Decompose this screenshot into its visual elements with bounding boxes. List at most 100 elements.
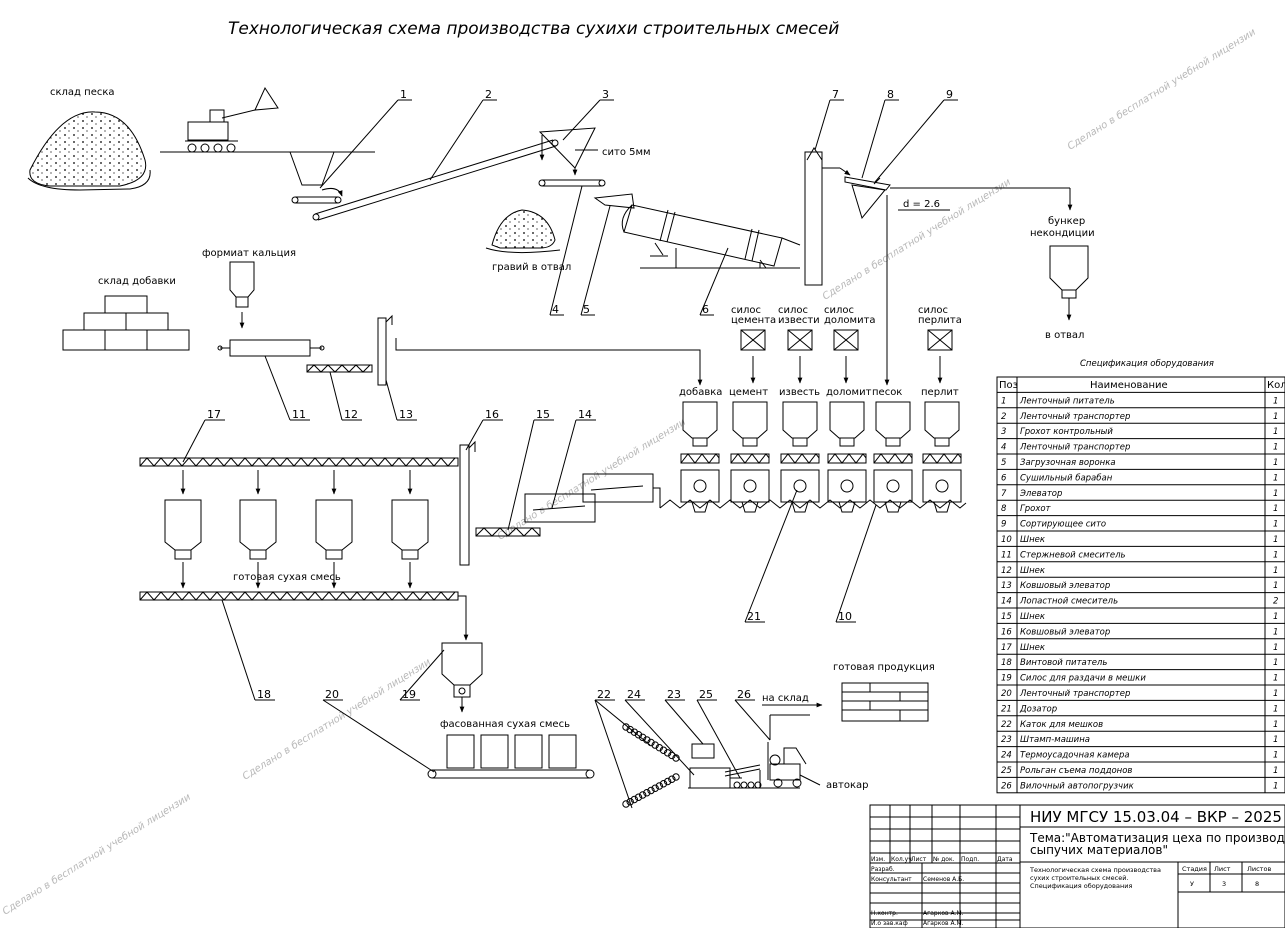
- spec-pos: 14: [1001, 597, 1012, 607]
- product-silo: [239, 470, 277, 589]
- spec-name: Ковшовый элеватор: [1020, 627, 1110, 637]
- callout-number: 5: [583, 303, 590, 316]
- belt-conveyor-4: [538, 179, 606, 187]
- callout-18: 18: [221, 599, 275, 701]
- callout-9: 9: [874, 88, 958, 183]
- callout-22: 22: [594, 688, 651, 746]
- callout-number: 6: [702, 303, 709, 316]
- spec-name: Ленточный транспортер: [1019, 412, 1130, 422]
- callout-12: 12: [329, 371, 362, 421]
- spec-pos: 4: [1001, 443, 1006, 453]
- spec-qty: 1: [1273, 627, 1278, 637]
- spec-name: Каток для мешков: [1020, 720, 1103, 730]
- callout-5: 5: [580, 205, 611, 316]
- to-dump-label: в отвал: [1045, 330, 1084, 341]
- screw-17: [139, 457, 459, 467]
- calcium-formate-silo: формиат кальция: [202, 248, 296, 329]
- callout-number: 18: [257, 688, 271, 701]
- screen-8-9: d = 2.6: [844, 176, 1073, 386]
- spec-name: Термоусадочная камера: [1020, 751, 1130, 761]
- bag-rollers-22: [622, 723, 680, 808]
- callout-number: 22: [597, 688, 611, 701]
- loading-funnel-5: [593, 193, 635, 209]
- watermark-text: Сделано в бесплатной учебной лицензии: [820, 176, 1013, 303]
- callout-number: 4: [552, 303, 559, 316]
- stamp-role: И.о зав.каф: [871, 920, 908, 927]
- callout-21: 21: [744, 489, 798, 623]
- callout-8: 8: [861, 88, 899, 179]
- spec-pos: 22: [1001, 720, 1012, 730]
- watermark-text: Сделано в бесплатной учебной лицензии: [0, 791, 193, 918]
- spec-qty: 1: [1273, 489, 1278, 499]
- callout-number: 7: [832, 88, 839, 101]
- spec-qty: 1: [1273, 781, 1278, 791]
- spec-qty: 1: [1273, 535, 1278, 545]
- spec-pos: 5: [1001, 458, 1006, 468]
- spec-qty: 1: [1273, 581, 1278, 591]
- bucket-elevator-16: [459, 440, 476, 566]
- inclined-conveyor-2: [312, 139, 559, 221]
- callout-11: 11: [264, 355, 310, 421]
- spec-name: Ковшовый элеватор: [1020, 581, 1110, 591]
- callout-number: 10: [838, 610, 852, 623]
- spec-name: Загрузочная воронка: [1020, 458, 1116, 468]
- spec-name: Шнек: [1020, 643, 1046, 653]
- spec-pos: 13: [1001, 581, 1012, 591]
- stamp-stage-header: Листов: [1247, 865, 1271, 873]
- silo-label: доломита: [824, 315, 876, 326]
- stamp-person: Семенов А.Б.: [923, 876, 964, 883]
- stamp-person: Агарков А.М.: [923, 920, 964, 927]
- bin-0: добавка: [679, 387, 722, 513]
- elevator-7: [804, 147, 851, 286]
- callout-25: 25: [696, 688, 741, 779]
- spec-qty: 1: [1273, 658, 1278, 668]
- spec-name: Стержневой смеситель: [1020, 550, 1126, 560]
- spec-pos: 1: [1001, 396, 1006, 406]
- spec-pos: 7: [1001, 489, 1007, 499]
- callout-26: 26: [734, 688, 771, 741]
- spec-qty: 1: [1273, 766, 1278, 776]
- stamp-col-header: № док.: [933, 856, 955, 863]
- spec-name: Рольган съема поддонов: [1020, 766, 1132, 776]
- receiving-hopper: [289, 151, 343, 197]
- stamp-col-header: Кол.уч: [891, 856, 912, 863]
- watermark-text: Сделано в бесплатной учебной лицензии: [1065, 26, 1258, 153]
- sand-storage: склад песка: [27, 87, 151, 191]
- collector-screw-10: [659, 499, 967, 509]
- callout-number: 25: [699, 688, 713, 701]
- spec-pos: 18: [1001, 658, 1012, 668]
- spec-qty: 1: [1273, 689, 1278, 699]
- spec-name: Ленточный транспортер: [1019, 689, 1130, 699]
- bagging-silo-19: [441, 642, 483, 713]
- product-silo: [164, 470, 202, 589]
- callout-23: 23: [664, 688, 704, 745]
- spec-qty: 1: [1273, 504, 1278, 514]
- spec-pos: 21: [1001, 704, 1012, 714]
- silo-label: цемента: [731, 315, 776, 326]
- gravel-dump-label: гравий в отвал: [492, 262, 571, 273]
- silo-label: силос: [824, 305, 854, 316]
- spec-qty: 1: [1273, 427, 1278, 437]
- callout-number: 9: [946, 88, 953, 101]
- product-silo: [315, 470, 353, 589]
- spec-qty: 1: [1273, 735, 1278, 745]
- bucket-elevator-13: [377, 314, 703, 386]
- spec-name: Шнек: [1020, 535, 1046, 545]
- silo-label: извести: [778, 315, 820, 326]
